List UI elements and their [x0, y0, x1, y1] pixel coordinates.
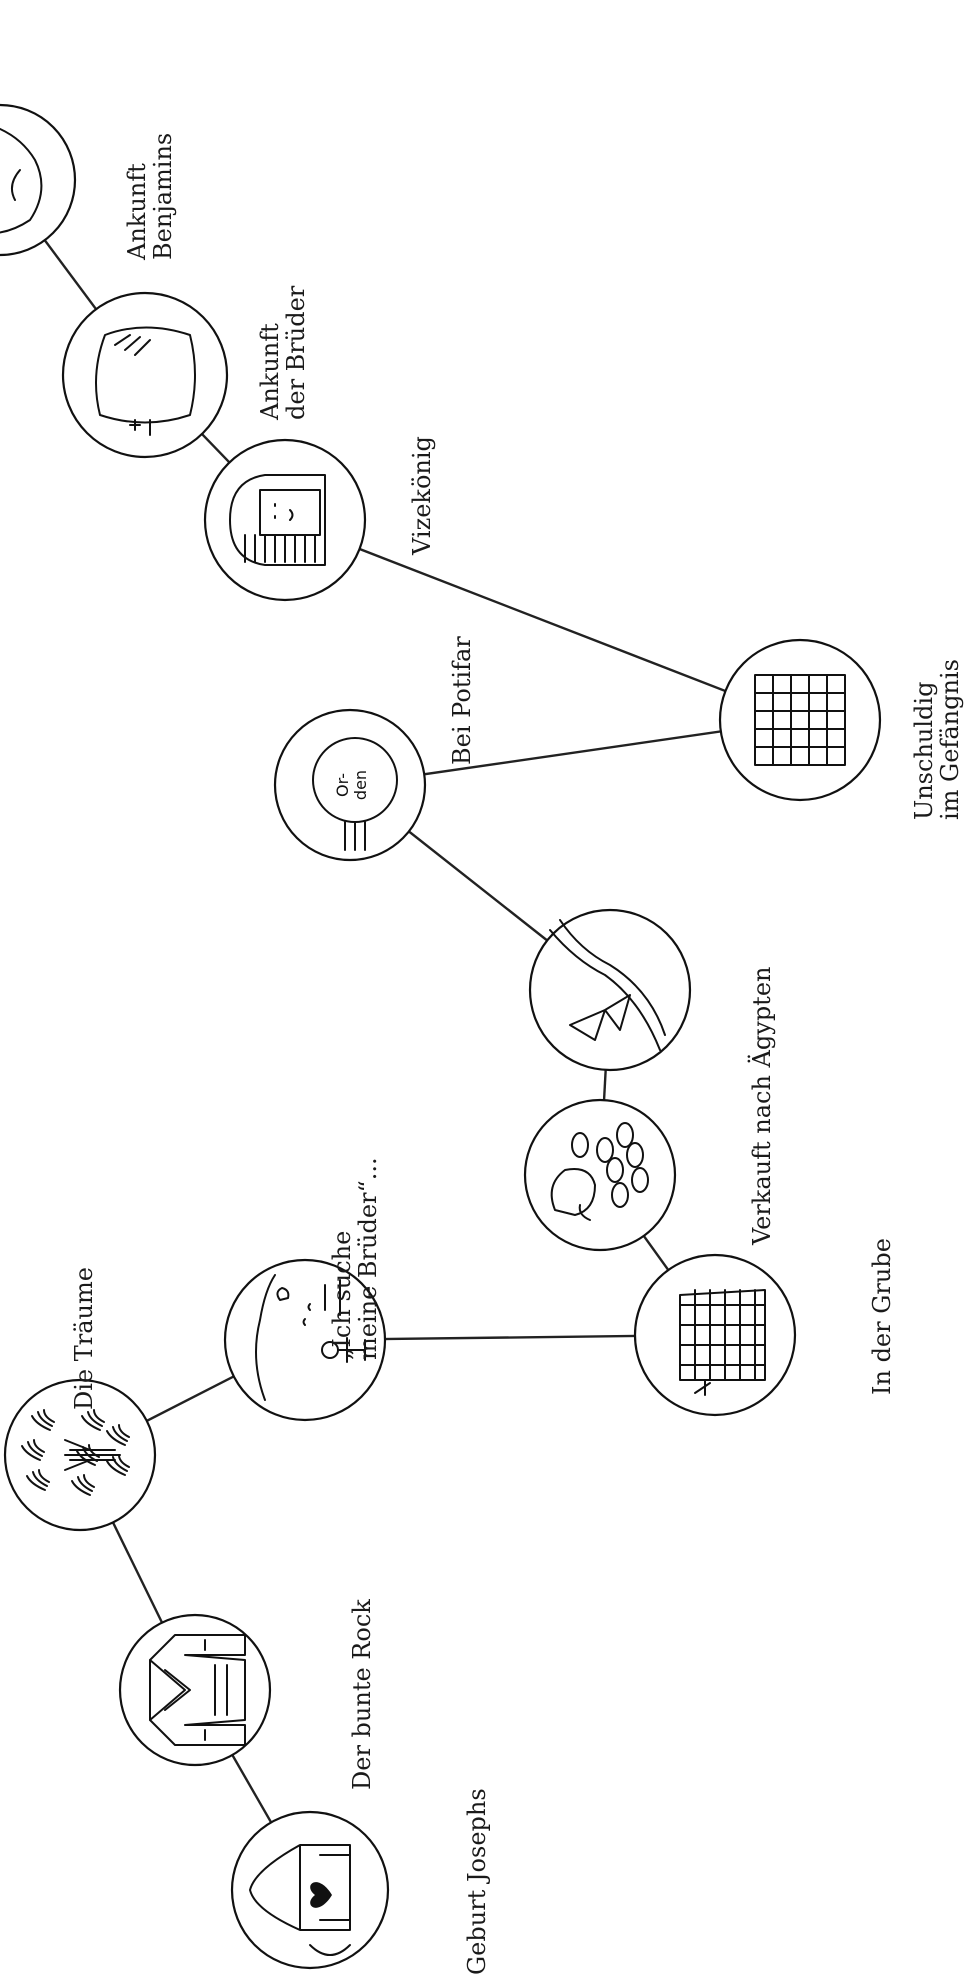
station-circle	[0, 103, 77, 257]
station-label-line: im Gefängnis	[936, 659, 964, 820]
station-label-line: Ankunft	[256, 323, 284, 421]
station-circle	[633, 1253, 797, 1417]
station-geburt: Geburt Josephs	[230, 1788, 491, 1975]
station-label-line: Unschuldig	[910, 682, 938, 820]
station-label-line: meine Brüder“...	[354, 1157, 382, 1360]
station-label-line: Der bunte Rock	[348, 1599, 376, 1790]
sack-icon	[95, 326, 196, 436]
connection-line	[284, 518, 801, 722]
station-verkauft: Verkauft nach Ägypten	[523, 967, 776, 1252]
station-label-line: Verkauft nach Ägypten	[747, 967, 776, 1246]
station-potifar: Or-den Bei Potifar	[273, 636, 476, 862]
station-label: Bei Potifar	[448, 636, 476, 765]
station-grube: In der Grube	[633, 1238, 896, 1417]
story-stations: Geburt Josephs Der bunte Rock Die Träume „I…	[0, 103, 964, 1975]
station-label-line: der Brüder	[282, 285, 310, 420]
station-label: Die Träume	[70, 1267, 98, 1410]
station-traeume: Die Träume	[3, 1267, 157, 1532]
coat-icon	[149, 1634, 246, 1746]
station-label-line: Bei Potifar	[448, 636, 476, 765]
station-circle	[273, 708, 427, 862]
station-rock: Der bunte Rock	[118, 1599, 376, 1790]
station-label: In der Grube	[868, 1238, 896, 1395]
station-circle	[718, 638, 882, 802]
station-label-line: Ankunft	[123, 163, 151, 261]
shepherd-icon	[255, 1274, 366, 1401]
station-label-line: In der Grube	[868, 1238, 896, 1395]
medal-icon: Or-den	[312, 737, 398, 851]
station-circle	[118, 1613, 272, 1767]
station-label: Der bunte Rock	[348, 1599, 376, 1790]
medal-text: Or-	[333, 773, 352, 797]
station-label: Vizekönig	[408, 436, 436, 556]
prison-bars-icon	[754, 674, 846, 766]
coins-icon	[550, 1122, 649, 1221]
station-route	[528, 908, 692, 1072]
station-label-line: Vizekönig	[408, 436, 436, 556]
sheaves-icon	[21, 1409, 130, 1496]
station-vizekoenig: Vizekönig	[203, 436, 436, 602]
map-icon	[0, 124, 43, 235]
medal-text: den	[351, 770, 370, 800]
station-label: Verkauft nach Ägypten	[747, 967, 776, 1246]
station-label-line: Benjamins	[149, 133, 177, 260]
pyramids-icon	[549, 919, 666, 1051]
tent-icon	[249, 1844, 351, 1956]
station-circle	[61, 291, 229, 459]
station-circle	[523, 1098, 677, 1252]
pharaoh-icon	[229, 474, 326, 566]
station-label-line: Geburt Josephs	[463, 1788, 491, 1975]
station-label-line: Die Träume	[70, 1267, 98, 1410]
station-label-line: „Ich suche	[328, 1231, 356, 1360]
well-icon	[679, 1289, 766, 1396]
station-label: Geburt Josephs	[463, 1788, 491, 1975]
